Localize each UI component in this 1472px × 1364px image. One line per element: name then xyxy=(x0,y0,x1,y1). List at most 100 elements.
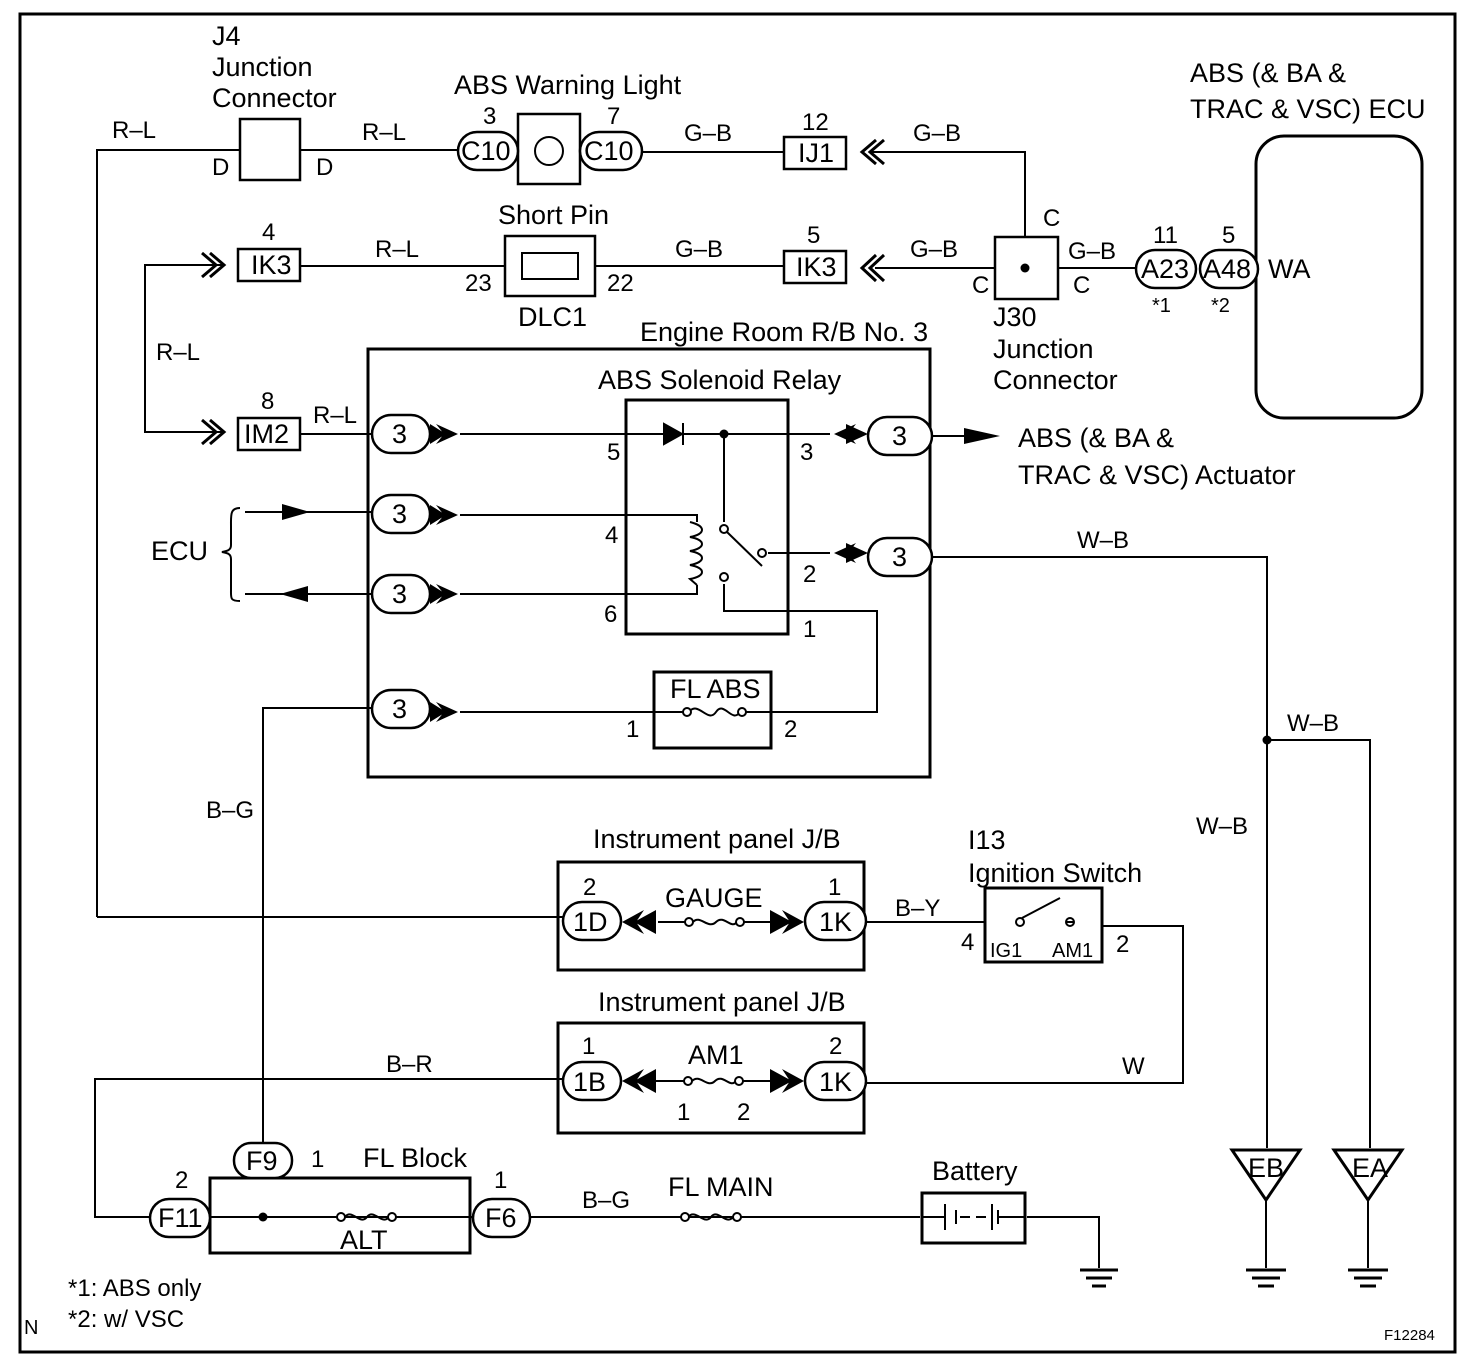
warning-light-bulb xyxy=(534,136,564,166)
ecu-arrow-out xyxy=(280,586,308,602)
am1-1b-pill xyxy=(561,1060,623,1102)
rb-pin-4 xyxy=(370,688,432,730)
am1-1b-text: 1B xyxy=(573,1067,606,1097)
actuator-line1-label: ABS (& BA & xyxy=(1018,423,1174,453)
pin-am1-b1: 1 xyxy=(677,1099,690,1126)
ecu-line1-label: ABS (& BA & xyxy=(1190,58,1346,88)
wire-by-label: B–Y xyxy=(895,895,940,922)
pin-a48: 5 xyxy=(1222,222,1235,249)
ij1-chevron xyxy=(859,138,885,166)
f11-pill xyxy=(148,1197,212,1239)
ecu-line2-label: TRAC & VSC) ECU xyxy=(1190,94,1426,124)
ecu-brace xyxy=(221,507,241,602)
wire-gb-label-1: G–B xyxy=(684,120,732,147)
ign-contact-ig1 xyxy=(1015,917,1025,927)
rb-chevron-2 xyxy=(430,505,458,525)
rb-chevron-3 xyxy=(430,584,458,604)
pin-ign-4: 4 xyxy=(961,929,974,956)
wire-relay-6 xyxy=(460,585,698,595)
a48-text: A48 xyxy=(1203,254,1251,284)
rb-pin-4-text: 3 xyxy=(392,694,407,724)
wire-br xyxy=(94,1078,563,1218)
f9-pill xyxy=(232,1141,294,1180)
pin-dlc-23: 23 xyxy=(465,270,492,297)
ip-jb-2-label: Instrument panel J/B xyxy=(598,987,846,1017)
pin-relay-3: 3 xyxy=(800,439,813,466)
rb-chevron-5 xyxy=(834,424,868,444)
wire-br-label: B–R xyxy=(386,1051,433,1078)
wire-gb-label-4: G–B xyxy=(910,236,958,263)
gauge-1d-pill xyxy=(561,900,623,942)
footnote-2: *2: w/ VSC xyxy=(68,1306,184,1333)
rb-pin-5 xyxy=(866,415,934,457)
eb-ground-symbol xyxy=(1246,1268,1286,1288)
wire-gb-label-2: G–B xyxy=(913,120,961,147)
pin-j4-d-l: D xyxy=(212,154,229,181)
wire-bg-label-1: B–G xyxy=(206,797,254,824)
am1-fuse xyxy=(654,1077,774,1085)
warning-light-box xyxy=(516,112,582,186)
pin-gauge-1: 1 xyxy=(828,874,841,901)
rb-chevron-4 xyxy=(430,702,458,722)
actuator-arrow xyxy=(964,428,1000,444)
am1-1k-pill xyxy=(803,1060,868,1102)
corner-n-label: N xyxy=(24,1317,38,1339)
wire-relay-4 xyxy=(460,514,698,522)
wire-relay-1 xyxy=(723,584,878,713)
pin-gauge-2: 2 xyxy=(583,874,596,901)
im2-chevron xyxy=(201,418,227,446)
pin-flabs-1: 1 xyxy=(626,716,639,743)
wire-gb-label-5: G–B xyxy=(1068,238,1116,265)
pin-ik3-l: 4 xyxy=(262,219,275,246)
wire-bg-vertical xyxy=(262,707,372,1143)
ea-label: EA xyxy=(1352,1153,1388,1183)
figure-id-label: F12284 xyxy=(1384,1327,1435,1344)
gauge-1k-pill xyxy=(803,900,868,942)
ij1-box xyxy=(782,135,848,171)
pin-relay-5: 5 xyxy=(607,439,620,466)
rb-pin-6 xyxy=(866,536,934,578)
relay-switch-arm xyxy=(726,531,763,567)
a23-pill xyxy=(1134,248,1198,290)
am1-sw-label: AM1 xyxy=(1052,940,1093,962)
note2-marker: *2 xyxy=(1211,295,1230,317)
gauge-fuse xyxy=(658,918,776,926)
j4-line2-label: Connector xyxy=(212,83,337,113)
gauge-label: GAUGE xyxy=(665,883,763,913)
fl-main-fuse-end-l xyxy=(680,1212,690,1222)
pin-relay-4: 4 xyxy=(605,522,618,549)
j4-connector-box xyxy=(238,117,302,182)
eb-ground-triangle xyxy=(1229,1148,1303,1203)
ik3-right-chevron xyxy=(859,253,886,283)
fl-abs-box xyxy=(652,670,773,750)
fl-abs-label: FL ABS xyxy=(670,674,761,704)
gauge-1d-text: 1D xyxy=(573,907,608,937)
gauge-fuse-end-l xyxy=(684,917,694,927)
short-pin-element xyxy=(521,252,579,280)
am1-chevron-r xyxy=(770,1069,804,1093)
fl-block-splice xyxy=(258,1212,268,1222)
solenoid-relay-box xyxy=(624,398,790,636)
rb-pin-1 xyxy=(370,413,432,455)
im2-text: IM2 xyxy=(244,419,289,449)
alt-fuse-end-l xyxy=(336,1212,346,1222)
gauge-fuse-end-r xyxy=(735,917,745,927)
rb-pin-5-text: 3 xyxy=(892,421,907,451)
relay-contact-1 xyxy=(719,572,729,582)
ecu-arrow-in xyxy=(282,504,310,520)
wire-bg-label-2: B–G xyxy=(582,1187,630,1214)
i13-label: I13 xyxy=(968,825,1006,855)
pin-dlc-22: 22 xyxy=(607,270,634,297)
ign-switch-arm xyxy=(1021,897,1074,923)
rb-pin-2 xyxy=(370,493,432,535)
short-pin-label: Short Pin xyxy=(498,200,609,230)
engine-rb-label: Engine Room R/B No. 3 xyxy=(640,317,928,347)
battery-ground-symbol xyxy=(1080,1268,1118,1288)
pin-j30-c-left: C xyxy=(972,272,989,299)
wire-battery-gnd xyxy=(1027,1216,1100,1268)
ecu-side-label: ECU xyxy=(151,536,208,566)
rb-chevron-1 xyxy=(430,424,458,444)
c10-right-text: C10 xyxy=(584,136,634,166)
fl-block-label: FL Block xyxy=(363,1143,468,1173)
j30-splice xyxy=(1020,263,1030,273)
